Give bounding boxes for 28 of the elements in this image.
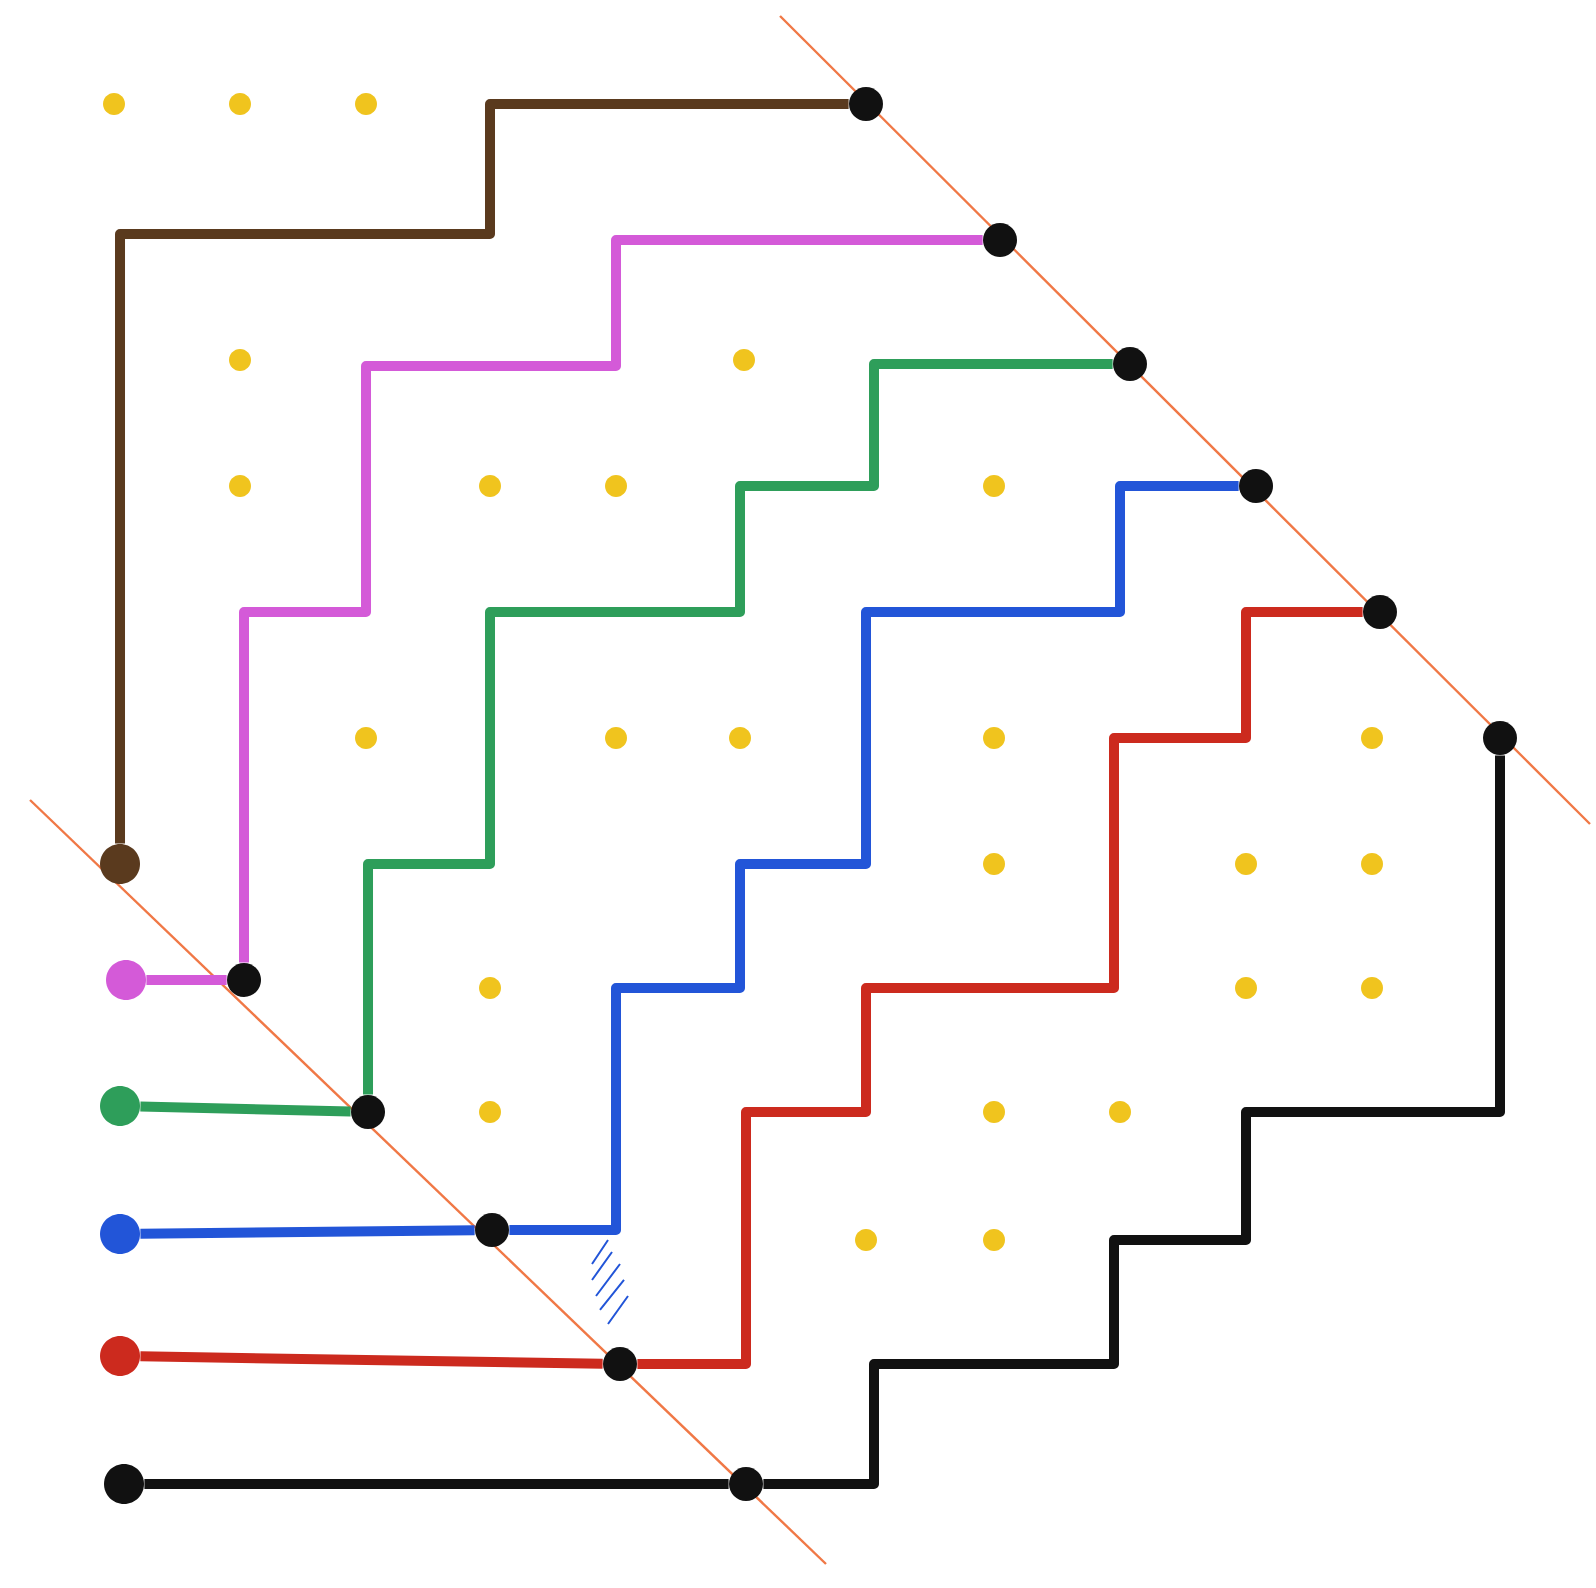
endpoint-dot	[1239, 469, 1273, 503]
start-dot	[100, 1336, 140, 1376]
endpoint-dot	[729, 1467, 763, 1501]
path-line	[115, 99, 849, 844]
start-dot	[100, 1214, 140, 1254]
path-line	[509, 481, 1239, 1235]
path-line	[763, 755, 1505, 1489]
path-line	[140, 1351, 603, 1369]
endpoint-dot	[1363, 595, 1397, 629]
path-line	[239, 235, 983, 963]
endpoint-dot	[983, 223, 1017, 257]
path-line	[363, 359, 1113, 1095]
endpoint-dot	[351, 1095, 385, 1129]
start-dot	[100, 844, 140, 884]
start-dot	[100, 1086, 140, 1126]
start-dot	[106, 960, 146, 1000]
endpoint-dot	[475, 1213, 509, 1247]
path-line	[140, 1101, 351, 1117]
path-line	[140, 1225, 475, 1239]
endpoint-dot	[227, 963, 261, 997]
path-line	[144, 1479, 729, 1489]
path-line	[637, 607, 1363, 1369]
path-line	[146, 975, 227, 985]
endpoint-dot	[1483, 721, 1517, 755]
endpoint-dot	[1113, 347, 1147, 381]
endpoint-dot	[849, 87, 883, 121]
endpoint-dot	[603, 1347, 637, 1381]
start-dot	[104, 1464, 144, 1504]
